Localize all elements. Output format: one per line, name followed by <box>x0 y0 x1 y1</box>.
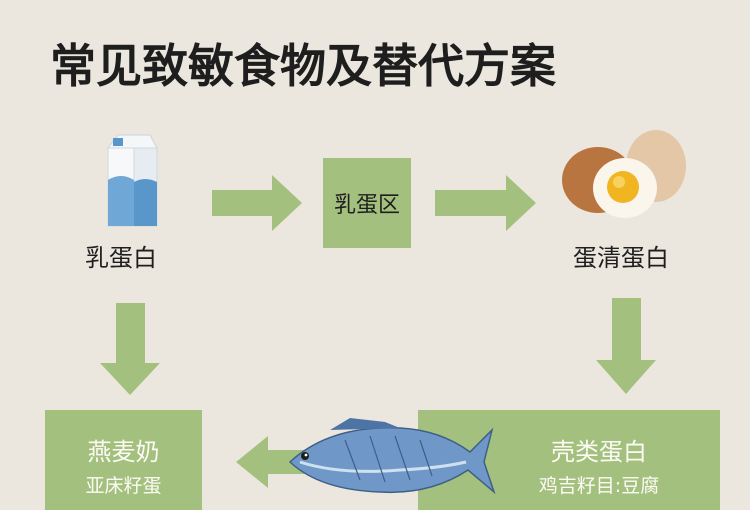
fish-icon <box>288 418 496 495</box>
center-node: 乳蛋区 <box>323 158 411 248</box>
arrow-down-left <box>100 303 160 395</box>
oat-milk-subtitle: 亚床籽蛋 <box>85 475 162 497</box>
arrow-left-bottom <box>236 436 308 488</box>
arrow-right-1 <box>212 175 302 231</box>
egg-white-protein-label: 蛋清蛋白 <box>573 244 669 272</box>
shell-protein-subtitle: 鸡吉籽目:豆腐 <box>538 475 660 497</box>
egg-icon <box>562 130 686 218</box>
oat-milk-box: 燕麦奶 亚床籽蛋 <box>45 410 202 510</box>
arrow-down-right <box>596 298 656 394</box>
milk-carton-icon <box>106 134 158 227</box>
center-node-label: 乳蛋区 <box>333 193 400 218</box>
page-title: 常见致敏食物及替代方案 <box>50 39 556 93</box>
milk-protein-label: 乳蛋白 <box>85 244 157 272</box>
oat-milk-title: 燕麦奶 <box>87 438 160 466</box>
arrow-right-2 <box>435 175 536 231</box>
shell-protein-title: 壳类蛋白 <box>551 438 647 466</box>
